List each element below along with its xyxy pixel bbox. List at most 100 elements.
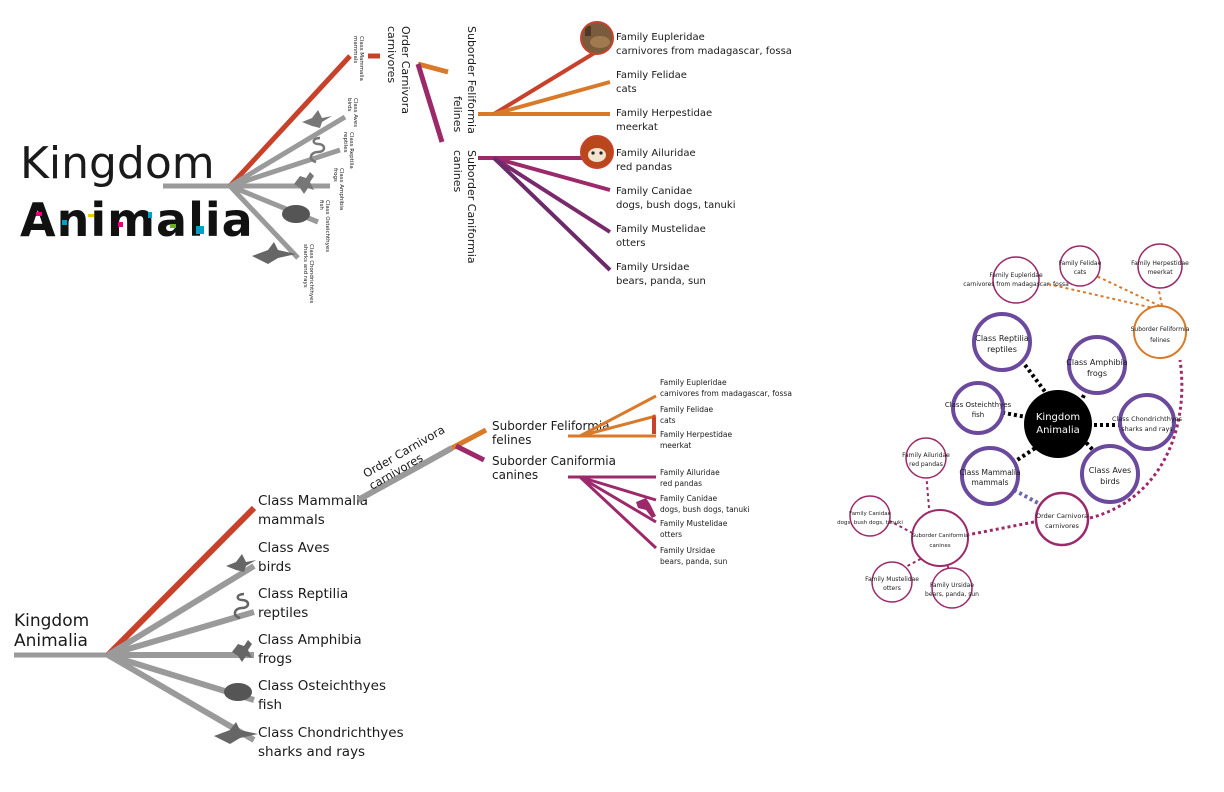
tree-bottom-branch-reptilia <box>107 609 255 658</box>
tree-top-family-2-name: Family Herpestidae <box>616 108 712 119</box>
meerkat-icon <box>652 414 656 434</box>
tree-bottom-family-1-common: cats <box>660 416 676 425</box>
radial-center-line1: Kingdom <box>1036 412 1080 423</box>
tree-top-suborder-1-name: Suborder Caniformia <box>465 150 478 264</box>
tree-top-class-3-common: frogs <box>332 168 338 182</box>
tree-top-class-2-common: reptiles <box>342 132 348 153</box>
tree-bottom-can-ursidae <box>578 475 658 550</box>
tree-bottom: Kingdom Animalia Class Mammalia mammals … <box>14 378 792 760</box>
fossa-photo <box>580 21 614 55</box>
tree-top-family-6-name: Family Ursidae <box>616 262 689 273</box>
radial-amphibia-common: frogs <box>1087 369 1107 378</box>
tree-top-family-5-name: Family Mustelidae <box>616 224 706 235</box>
tree-top-family-4-common: dogs, bush dogs, tanuki <box>616 200 735 211</box>
tree-bottom-branch-aves <box>106 563 256 658</box>
radial-node-feliformia <box>1133 305 1187 359</box>
radial-chondrichthyes-common: sharks and rays <box>1121 425 1173 433</box>
tree-top-class-4-name: Class Osteichthyes <box>324 200 330 252</box>
tree-bottom-suborder-0-name: Suborder Feliformia <box>492 419 610 433</box>
tree-bottom-branch-chondrichthyes <box>106 652 256 743</box>
radial-node-felidae <box>1059 245 1101 287</box>
radial-canidae-common: dogs, bush dogs, tanuki <box>837 520 903 526</box>
tree-top-family-6-common: bears, panda, sun <box>616 276 706 287</box>
tree-bottom-class-0-name: Class Mammalia <box>258 493 368 509</box>
tree-top-fel-felidae <box>493 80 611 116</box>
tree-bottom-class-5-common: sharks and rays <box>258 744 365 760</box>
tree-bottom-family-2-name: Family Herpestidae <box>660 430 733 439</box>
radial-feliformia-common: felines <box>1150 337 1170 344</box>
tree-top-branch-mammalia <box>228 54 352 188</box>
tree-top-family-1-common: cats <box>616 84 637 95</box>
otter-icon <box>636 498 656 518</box>
tree-top-can-ursidae <box>492 156 612 272</box>
tree-bottom-family-1-name: Family Felidae <box>660 405 714 414</box>
tree-top-kingdom-title: Kingdom <box>20 138 215 189</box>
radial-caniformia-common: canines <box>929 543 950 549</box>
tree-top-class-2-name: Class Reptilia <box>348 132 354 169</box>
radial-ailuridae-common: red pandas <box>909 461 943 468</box>
tree-top-can-canidae <box>493 156 611 192</box>
radial-mammalia-common: mammals <box>971 478 1008 487</box>
snake-icon <box>233 592 250 620</box>
tree-top-suborder-0-common: felines <box>451 96 464 132</box>
tree-top-family-3-common: red pandas <box>616 162 672 173</box>
radial-ailuridae-name: Family Ailuridae <box>902 452 950 459</box>
radial-diagram: Kingdom Animalia Class Reptilia reptiles… <box>837 243 1190 609</box>
tree-top-branch-reptilia <box>229 147 341 189</box>
frog-icon <box>232 640 252 662</box>
radial-feliformia-name: Suborder Feliformia <box>1131 326 1190 333</box>
radial-node-caniformia <box>911 509 969 567</box>
radial-mustelidae-common: otters <box>883 585 901 592</box>
tree-top-branch-chondrichthyes <box>228 184 300 260</box>
shark-icon <box>214 722 258 744</box>
radial-order-name: Order Carnivora <box>1036 512 1088 520</box>
tree-top-order-common: carnivores <box>385 26 398 83</box>
tree-top-class-5-name: Class Chondrichthyes <box>308 244 314 303</box>
tree-top-kingdom-subtitle: Animalia <box>20 193 254 247</box>
radial-center-node <box>1024 390 1092 458</box>
tree-top-can-mustelidae <box>492 156 612 234</box>
tree-bottom-branch-order <box>356 445 454 503</box>
tree-top-family-1-name: Family Felidae <box>616 70 687 81</box>
radial-reptilia-name: Class Reptilia <box>975 334 1029 343</box>
radial-node-mustelidae <box>871 561 913 603</box>
radial-felidae-common: cats <box>1074 269 1086 276</box>
tree-bottom-suborder-1-common: canines <box>492 468 538 482</box>
tree-bottom-family-labels: Family Eupleridae carnivores from madaga… <box>660 378 792 566</box>
tree-bottom-class-4-common: fish <box>258 697 282 713</box>
radial-aves-name: Class Aves <box>1089 466 1131 475</box>
radial-canidae-name: Family Canidae <box>849 511 892 517</box>
tree-bottom-branch-caniformia <box>454 443 486 463</box>
tree-bottom-can-mustelidae <box>579 475 657 524</box>
tree-top-family-2-common: meerkat <box>616 122 658 133</box>
radial-caniformia-name: Suborder Caniformia <box>912 533 969 539</box>
animalia-decoration <box>36 212 204 234</box>
radial-herpestidae-name: Family Herpestidae <box>1131 260 1189 267</box>
radial-node-mammalia <box>960 446 1020 506</box>
fish-icon <box>224 683 252 701</box>
tree-bottom-class-4-name: Class Osteichthyes <box>258 678 386 694</box>
tree-bottom-family-0-common: carnivores from madagascar, fossa <box>660 389 792 398</box>
bird-icon <box>226 554 256 572</box>
radial-node-eupleridae <box>992 256 1040 304</box>
shark-icon <box>252 242 296 264</box>
tree-bottom-fel-eupleridae <box>579 394 657 438</box>
tree-top-family-5-common: otters <box>616 238 645 249</box>
tree-top-branch-aves <box>228 114 347 189</box>
tree-bottom-class-0-common: mammals <box>258 512 325 528</box>
tree-top-class-4-common: fish <box>318 200 324 210</box>
tree-top-fel-eupleridae <box>492 50 598 116</box>
radial-node-reptilia <box>972 312 1032 372</box>
radial-ursidae-name: Family Ursidae <box>930 582 974 589</box>
tree-bottom-family-4-common: dogs, bush dogs, tanuki <box>660 505 750 514</box>
radial-node-order <box>1034 491 1090 547</box>
tree-top-class-1-name: Class Aves <box>352 98 358 127</box>
tree-top-family-labels: Family Eupleridae carnivores from madaga… <box>616 32 792 287</box>
tree-bottom-family-5-name: Family Mustelidae <box>660 519 728 528</box>
tree-top: Kingdom Animalia Class Mammalia mamma <box>20 21 792 303</box>
radial-node-chondrichthyes <box>1118 393 1176 451</box>
tree-bottom-can-canidae <box>579 475 657 502</box>
radial-node-amphibia <box>1067 335 1127 395</box>
bird-icon <box>302 110 332 128</box>
